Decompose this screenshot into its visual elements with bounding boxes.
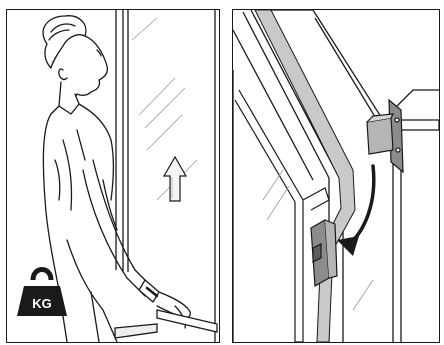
weight-kg-label: KG — [32, 296, 52, 311]
weight-kg-icon: KG — [17, 270, 67, 317]
lift-door-drawing: KG — [7, 10, 219, 342]
illustration-lift-door: KG — [6, 9, 220, 343]
lower-hinge — [311, 220, 337, 286]
hinge-detail-drawing — [233, 10, 439, 342]
glass-reflections — [132, 18, 197, 200]
door-bottom-edge — [115, 310, 217, 338]
illustration-hinge-detail — [232, 9, 440, 343]
person-figure — [43, 16, 190, 342]
arrow-up-icon — [164, 157, 186, 201]
door-frame — [233, 10, 401, 342]
